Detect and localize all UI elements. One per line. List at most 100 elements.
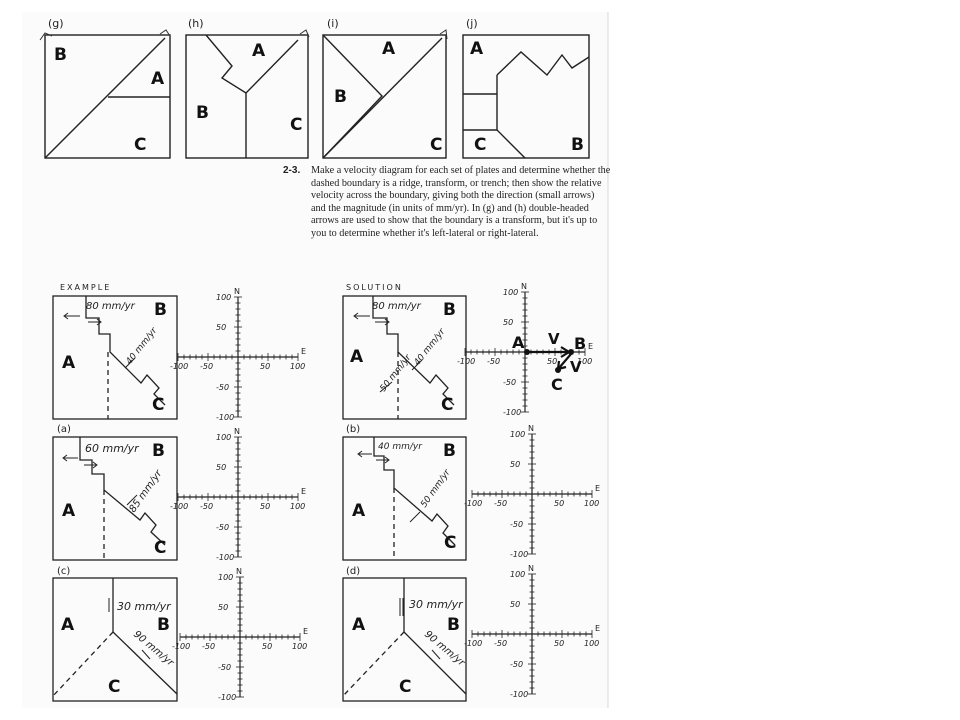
x-tick-label: -100 xyxy=(172,642,190,651)
plate-label: A xyxy=(352,501,366,521)
panel-tag-c: (c) xyxy=(57,566,70,577)
y-tick-label: 50 xyxy=(216,463,226,472)
x-tick-label: -100 xyxy=(464,639,482,648)
x-tick-label: 50 xyxy=(554,639,564,648)
y-tick-label: -50 xyxy=(503,378,516,387)
plate-label: A xyxy=(62,353,76,373)
x-tick-label: -100 xyxy=(457,357,475,366)
x-tick-label: -50 xyxy=(200,362,213,371)
y-tick-label: 50 xyxy=(503,318,513,327)
x-tick-label: -50 xyxy=(494,499,507,508)
y-tick-label: 100 xyxy=(216,433,231,442)
plate-label: C xyxy=(108,677,120,697)
plate-label: A xyxy=(252,41,266,61)
plate-label: A xyxy=(382,39,396,59)
point-b xyxy=(568,349,574,355)
plate-label: C xyxy=(444,533,456,553)
y-tick-label: 50 xyxy=(218,603,228,612)
panel-j xyxy=(462,34,590,159)
rate-label: 80 mm/yr xyxy=(86,301,136,312)
east-label: E xyxy=(595,624,600,633)
x-tick-label: -50 xyxy=(200,502,213,511)
x-tick-label: 100 xyxy=(290,502,305,511)
plate-label: C xyxy=(134,135,146,155)
plate-label: C xyxy=(441,395,453,415)
x-tick-label: 50 xyxy=(260,362,270,371)
y-tick-label: 50 xyxy=(510,460,520,469)
x-tick-label: 50 xyxy=(554,499,564,508)
north-label: N xyxy=(521,282,527,291)
y-tick-label: 50 xyxy=(510,600,520,609)
x-tick-label: 100 xyxy=(292,642,307,651)
plate-label: C xyxy=(430,135,442,155)
y-tick-label: -100 xyxy=(216,413,234,422)
y-tick-label: -50 xyxy=(216,383,229,392)
panel-a-box xyxy=(52,436,178,561)
east-label: E xyxy=(303,627,308,636)
plate-label: A xyxy=(151,69,165,89)
east-label: E xyxy=(588,342,593,351)
y-tick-label: -100 xyxy=(216,553,234,562)
problem-number: 2-3. xyxy=(283,165,301,176)
x-tick-label: 50 xyxy=(547,357,557,366)
east-label: E xyxy=(301,487,306,496)
y-tick-label: 100 xyxy=(510,570,525,579)
velocity-point-label: A xyxy=(512,333,525,352)
x-tick-label: 100 xyxy=(577,357,592,366)
x-tick-label: -50 xyxy=(487,357,500,366)
panel-tag-j: (j) xyxy=(466,17,478,30)
panel-tag-b: (b) xyxy=(346,424,360,435)
example-tag: EXAMPLE xyxy=(60,283,111,292)
plate-label: C xyxy=(399,677,411,697)
rate-label: 60 mm/yr xyxy=(85,442,140,455)
panel-i xyxy=(322,34,447,159)
velocity-symbol: V xyxy=(570,358,582,376)
north-label: N xyxy=(234,287,240,296)
plate-label: A xyxy=(352,615,366,635)
panel-c-box xyxy=(52,577,178,702)
x-tick-label: 100 xyxy=(584,499,599,508)
north-label: N xyxy=(234,427,240,436)
panel-tag-i: (i) xyxy=(327,17,339,30)
x-tick-label: 100 xyxy=(290,362,305,371)
plate-label: C xyxy=(154,538,166,558)
y-tick-label: -50 xyxy=(510,520,523,529)
plate-label: B xyxy=(443,441,456,461)
x-tick-label: -50 xyxy=(202,642,215,651)
plate-label: B xyxy=(196,103,209,123)
plate-label: A xyxy=(62,501,76,521)
y-tick-label: 100 xyxy=(503,288,518,297)
velocity-point-label: B xyxy=(574,334,586,353)
panel-tag-d: (d) xyxy=(346,566,360,577)
north-label: N xyxy=(528,424,534,433)
x-tick-label: -100 xyxy=(170,502,188,511)
plate-label: A xyxy=(61,615,75,635)
y-tick-label: 100 xyxy=(218,573,233,582)
solution-box xyxy=(342,295,467,420)
rate-label: 40 mm/yr xyxy=(378,442,423,452)
solution-velocity-diagram: A B C V V xyxy=(512,330,586,394)
plate-label: B xyxy=(154,300,167,320)
x-tick-label: 100 xyxy=(584,639,599,648)
north-label: N xyxy=(236,567,242,576)
y-tick-label: -100 xyxy=(503,408,521,417)
solution-tag: SOLUTION xyxy=(346,283,403,292)
panel-tag-g: (g) xyxy=(48,17,64,30)
plate-label: C xyxy=(152,395,164,415)
plate-label: B xyxy=(443,300,456,320)
x-tick-label: -100 xyxy=(464,499,482,508)
y-tick-label: 50 xyxy=(216,323,226,332)
plate-label: B xyxy=(571,135,584,155)
east-label: E xyxy=(301,347,306,356)
east-label: E xyxy=(595,484,600,493)
x-tick-label: 50 xyxy=(262,642,272,651)
plate-label: C xyxy=(290,115,302,135)
plate-label: B xyxy=(152,441,165,461)
y-tick-label: 100 xyxy=(510,430,525,439)
y-tick-label: -50 xyxy=(216,523,229,532)
velocity-symbol: V xyxy=(548,330,560,348)
panel-b-box xyxy=(342,436,467,561)
x-tick-label: -100 xyxy=(170,362,188,371)
point-a xyxy=(524,349,530,355)
problem-text: Make a velocity diagram for each set of … xyxy=(311,165,611,239)
